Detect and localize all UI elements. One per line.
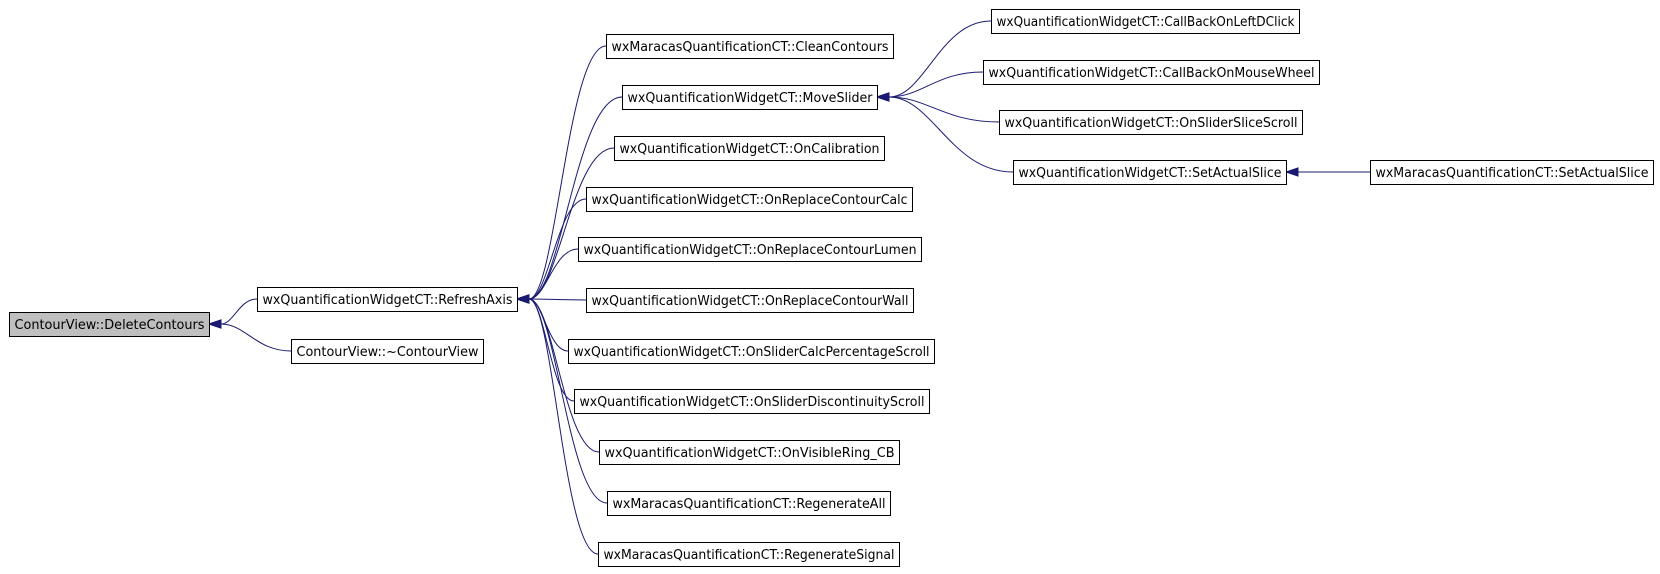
graph-edges xyxy=(207,20,1371,555)
node-label: wxQuantificationWidgetCT::OnVisibleRing_… xyxy=(605,446,895,461)
edge-line xyxy=(528,298,599,555)
graph-node[interactable]: wxQuantificationWidgetCT::MoveSlider xyxy=(622,85,878,110)
edge-n10-to-n1 xyxy=(515,294,575,402)
edge-line xyxy=(220,323,292,352)
node-label: wxMaracasQuantificationCT::RegenerateSig… xyxy=(604,548,895,563)
edge-line xyxy=(888,96,1000,123)
graph-node[interactable]: ContourView::~ContourView xyxy=(291,339,484,364)
edge-line xyxy=(528,298,600,453)
graph-node[interactable]: wxQuantificationWidgetCT::CallBackOnLeft… xyxy=(991,9,1300,34)
node-box xyxy=(257,287,518,312)
edge-n9-to-n1 xyxy=(515,294,569,352)
arrowhead xyxy=(207,319,222,329)
graph-node[interactable]: wxQuantificationWidgetCT::RefreshAxis xyxy=(257,287,518,312)
graph-node[interactable]: wxQuantificationWidgetCT::SetActualSlice xyxy=(1013,160,1287,185)
node-label: wxQuantificationWidgetCT::SetActualSlice xyxy=(1019,166,1282,181)
node-label: ContourView::~ContourView xyxy=(297,345,479,360)
edge-line xyxy=(528,147,615,300)
edge-n13-to-n1 xyxy=(515,294,599,555)
node-box xyxy=(607,491,891,516)
graph-node[interactable]: wxMaracasQuantificationCT::RegenerateAll xyxy=(607,491,891,516)
node-box xyxy=(622,85,878,110)
edge-line xyxy=(888,96,1014,173)
node-label: wxQuantificationWidgetCT::OnReplaceConto… xyxy=(592,193,908,208)
edge-n6-to-n1 xyxy=(515,198,587,304)
node-label: ContourView::DeleteContours xyxy=(15,318,205,333)
node-label: wxQuantificationWidgetCT::OnSliderSliceS… xyxy=(1005,116,1298,131)
graph-root-node[interactable]: ContourView::DeleteContours xyxy=(9,312,210,337)
node-label: wxMaracasQuantificationCT::RegenerateAll xyxy=(613,497,886,512)
node-box xyxy=(1370,160,1654,185)
node-label: wxQuantificationWidgetCT::CallBackOnLeft… xyxy=(997,15,1295,30)
graph-node[interactable]: wxQuantificationWidgetCT::OnVisibleRing_… xyxy=(599,440,900,465)
edge-line xyxy=(888,20,992,98)
node-label: wxQuantificationWidgetCT::MoveSlider xyxy=(628,91,874,106)
graph-node[interactable]: wxQuantificationWidgetCT::OnSliderSliceS… xyxy=(999,110,1303,135)
graph-node[interactable]: wxQuantificationWidgetCT::OnReplaceConto… xyxy=(586,187,913,212)
node-label: wxMaracasQuantificationCT::CleanContours xyxy=(612,40,889,55)
arrowhead xyxy=(515,294,530,304)
node-box xyxy=(1013,160,1287,185)
node-box xyxy=(598,542,900,567)
edge-line xyxy=(528,45,607,300)
graph-node[interactable]: wxMaracasQuantificationCT::CleanContours xyxy=(606,34,894,59)
edge-line xyxy=(528,298,587,301)
edge-n18-to-n17 xyxy=(1284,167,1371,177)
node-label: wxQuantificationWidgetCT::OnSliderCalcPe… xyxy=(574,345,930,360)
graph-node[interactable]: wxQuantificationWidgetCT::OnReplaceConto… xyxy=(578,237,922,262)
edge-n3-to-n1 xyxy=(515,45,607,304)
edge-line xyxy=(220,298,258,325)
node-label: wxQuantificationWidgetCT::OnSliderDiscon… xyxy=(580,395,925,410)
node-label: wxMaracasQuantificationCT::SetActualSlic… xyxy=(1376,166,1649,181)
node-box xyxy=(586,288,914,313)
graph-node[interactable]: wxQuantificationWidgetCT::OnSliderCalcPe… xyxy=(568,339,935,364)
graph-node[interactable]: wxQuantificationWidgetCT::OnReplaceConto… xyxy=(586,288,914,313)
edge-line xyxy=(528,96,623,300)
edge-line xyxy=(528,298,575,402)
node-box xyxy=(614,136,885,161)
edge-line xyxy=(528,298,608,504)
node-box xyxy=(999,110,1303,135)
node-label: wxQuantificationWidgetCT::CallBackOnMous… xyxy=(989,66,1315,81)
node-box xyxy=(574,389,930,414)
node-box xyxy=(291,339,484,364)
graph-node[interactable]: wxMaracasQuantificationCT::SetActualSlic… xyxy=(1370,160,1654,185)
edge-line xyxy=(528,298,569,352)
graph-node[interactable]: wxQuantificationWidgetCT::OnCalibration xyxy=(614,136,885,161)
node-box xyxy=(606,34,894,59)
edge-n17-to-n4 xyxy=(875,92,1014,173)
edge-line xyxy=(528,248,579,300)
node-box xyxy=(983,60,1320,85)
graph-node[interactable]: wxMaracasQuantificationCT::RegenerateSig… xyxy=(598,542,900,567)
graph-nodes: ContourView::DeleteContourswxQuantificat… xyxy=(9,9,1654,567)
node-label: wxQuantificationWidgetCT::OnReplaceConto… xyxy=(592,294,909,309)
node-box xyxy=(568,339,935,364)
edge-line xyxy=(888,71,984,98)
node-label: wxQuantificationWidgetCT::OnReplaceConto… xyxy=(584,243,917,258)
edge-n14-to-n4 xyxy=(875,20,992,102)
node-box xyxy=(586,187,913,212)
node-label: wxQuantificationWidgetCT::RefreshAxis xyxy=(263,293,513,308)
edge-n2-to-n0 xyxy=(207,319,292,352)
edge-n5-to-n1 xyxy=(515,147,615,304)
edge-line xyxy=(528,198,587,300)
node-box xyxy=(9,312,210,337)
node-box xyxy=(578,237,922,262)
graph-node[interactable]: wxQuantificationWidgetCT::OnSliderDiscon… xyxy=(574,389,930,414)
node-box xyxy=(599,440,900,465)
node-label: wxQuantificationWidgetCT::OnCalibration xyxy=(620,142,880,157)
graph-node[interactable]: wxQuantificationWidgetCT::CallBackOnMous… xyxy=(983,60,1320,85)
arrowhead xyxy=(875,92,890,102)
node-box xyxy=(991,9,1300,34)
arrowhead xyxy=(1284,167,1299,177)
